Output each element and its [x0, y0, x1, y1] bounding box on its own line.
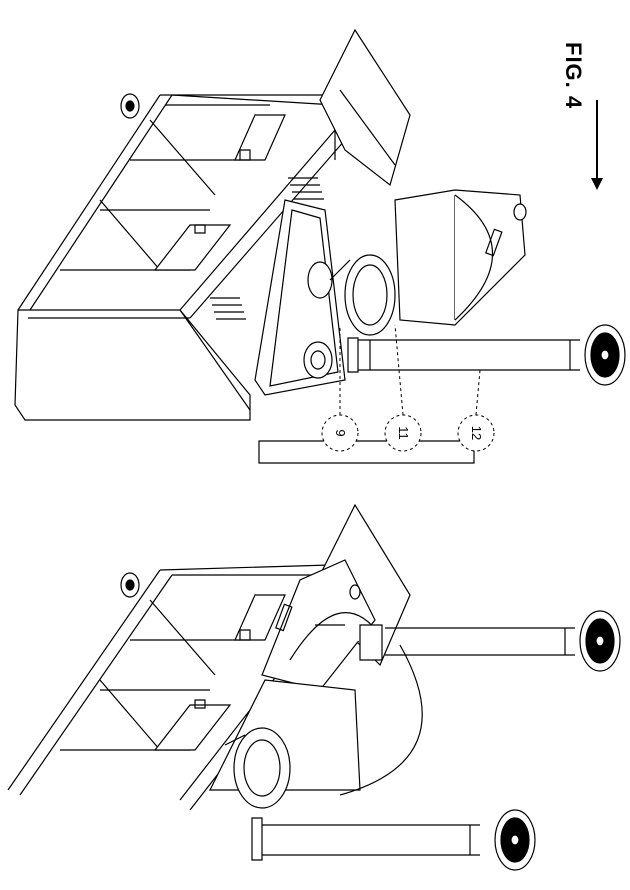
- frame-edge-top: [18, 95, 160, 310]
- direction-arrowhead: [591, 178, 603, 190]
- frame-plate-2: [235, 115, 285, 160]
- callout-number-11: 11: [396, 426, 411, 440]
- side-shelf-right: [320, 30, 410, 185]
- figure-label: FIG. 4: [561, 42, 586, 110]
- bottom-assembly: [8, 505, 620, 870]
- post-foot-rosette-b: [495, 810, 535, 870]
- callout-number-12: 12: [469, 426, 484, 440]
- door-burner-cup: [308, 262, 332, 298]
- side-panel-left: [15, 310, 250, 420]
- top-assembly: [15, 30, 625, 463]
- post-foot-rosette: [585, 325, 625, 385]
- callout-9: 9: [321, 325, 359, 452]
- vent-slots: [210, 178, 324, 319]
- burner-bowl-bottom: [234, 728, 290, 808]
- frame-plate-1: [155, 225, 230, 270]
- support-post: [259, 441, 474, 463]
- frame-plate-3: [155, 705, 230, 750]
- post-foot-rosette-a: [580, 611, 620, 671]
- swing-arc: [340, 645, 422, 795]
- frame-plate-4: [235, 595, 285, 640]
- callout-number-9: 9: [333, 429, 348, 436]
- callout-11: 11: [384, 325, 422, 452]
- callout-12: 12: [457, 370, 495, 452]
